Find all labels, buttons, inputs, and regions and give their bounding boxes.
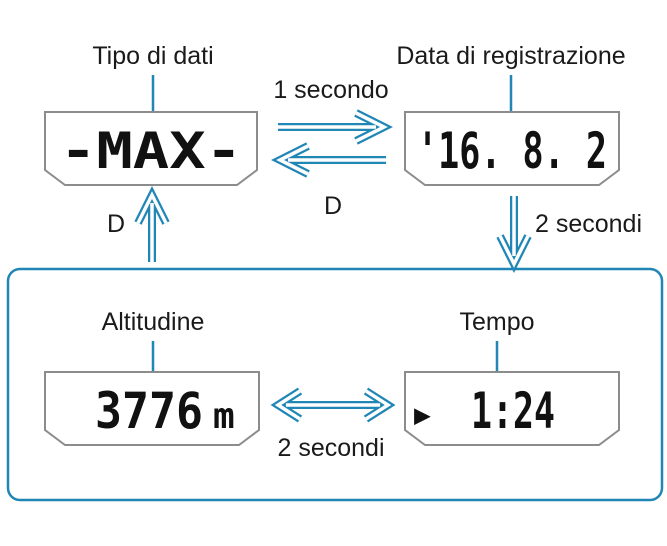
- play-icon: ▶: [414, 398, 431, 431]
- top-d-label: D: [324, 192, 342, 220]
- altitude-label: Altitudine: [102, 308, 205, 336]
- time-readout: 1:24: [471, 382, 555, 440]
- time-label: Tempo: [459, 308, 534, 336]
- altitude-readout: 3776: [95, 382, 203, 440]
- left-d-label: D: [107, 210, 125, 238]
- record-date-readout: '16. 8. 2: [417, 122, 607, 180]
- group-box: [6, 267, 664, 502]
- record-date-label: Data di registrazione: [396, 42, 625, 70]
- right-two-seconds-label: 2 secondi: [535, 210, 642, 238]
- right-arrow-icon: [278, 109, 393, 145]
- double-arrow-icon: [270, 387, 396, 423]
- record-date-screen: [404, 111, 620, 186]
- left-arrow-icon: [271, 142, 386, 178]
- data-type-label: Tipo di dati: [92, 42, 213, 70]
- data-type-readout: -MAX-: [60, 122, 242, 180]
- one-second-label: 1 secondo: [273, 76, 388, 104]
- altitude-unit: m: [213, 396, 235, 437]
- time-screen: [404, 371, 620, 446]
- down-arrow-icon: [496, 196, 532, 273]
- up-arrow-icon: [134, 186, 170, 262]
- altitude-screen: [44, 371, 260, 446]
- bottom-two-seconds-label: 2 secondi: [277, 434, 384, 462]
- data-type-screen: [44, 111, 258, 186]
